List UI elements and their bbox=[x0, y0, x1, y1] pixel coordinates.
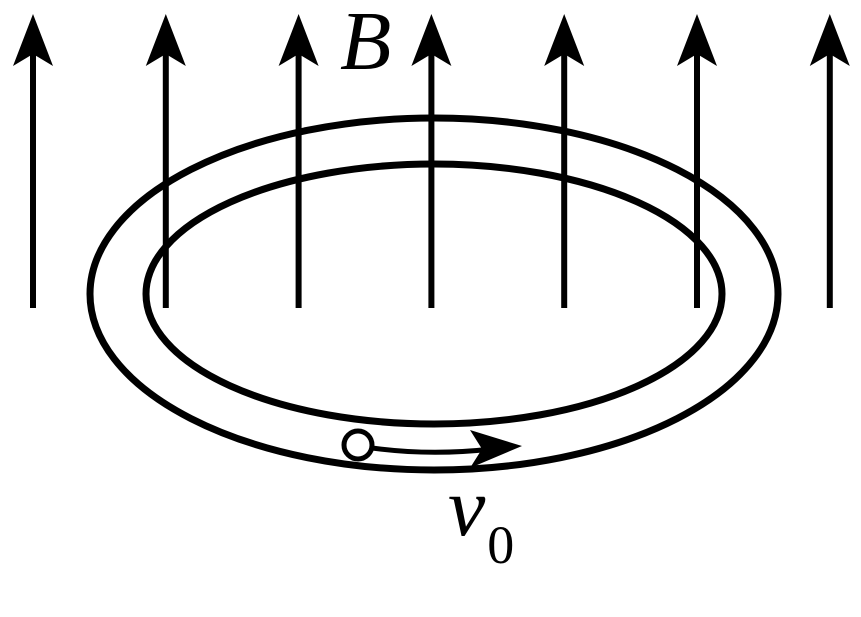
velocity-label: v0 bbox=[448, 461, 515, 575]
field-arrow-head bbox=[411, 14, 452, 66]
ring-outer-edge bbox=[86, 114, 782, 474]
field-arrow bbox=[544, 14, 585, 308]
velocity-arrow-head bbox=[470, 430, 522, 468]
field-arrow-head bbox=[145, 14, 186, 66]
field-arrow bbox=[278, 14, 319, 308]
field-arrow bbox=[677, 14, 717, 308]
velocity-arrow-shaft bbox=[371, 445, 493, 455]
field-arrow-head bbox=[544, 14, 585, 66]
field-arrow bbox=[145, 14, 186, 308]
field-arrow bbox=[809, 14, 850, 308]
field-arrow-head bbox=[809, 14, 850, 66]
field-arrow-head bbox=[13, 14, 53, 66]
field-arrow-head bbox=[677, 14, 717, 66]
field-arrow-head bbox=[278, 14, 319, 66]
field-arrow bbox=[13, 14, 53, 308]
field-arrow bbox=[411, 14, 452, 308]
velocity-subscript: 0 bbox=[487, 515, 515, 575]
charged-particle bbox=[341, 428, 375, 462]
ring-inner-edge bbox=[142, 160, 726, 428]
magnetic-field-label: B bbox=[340, 0, 392, 88]
